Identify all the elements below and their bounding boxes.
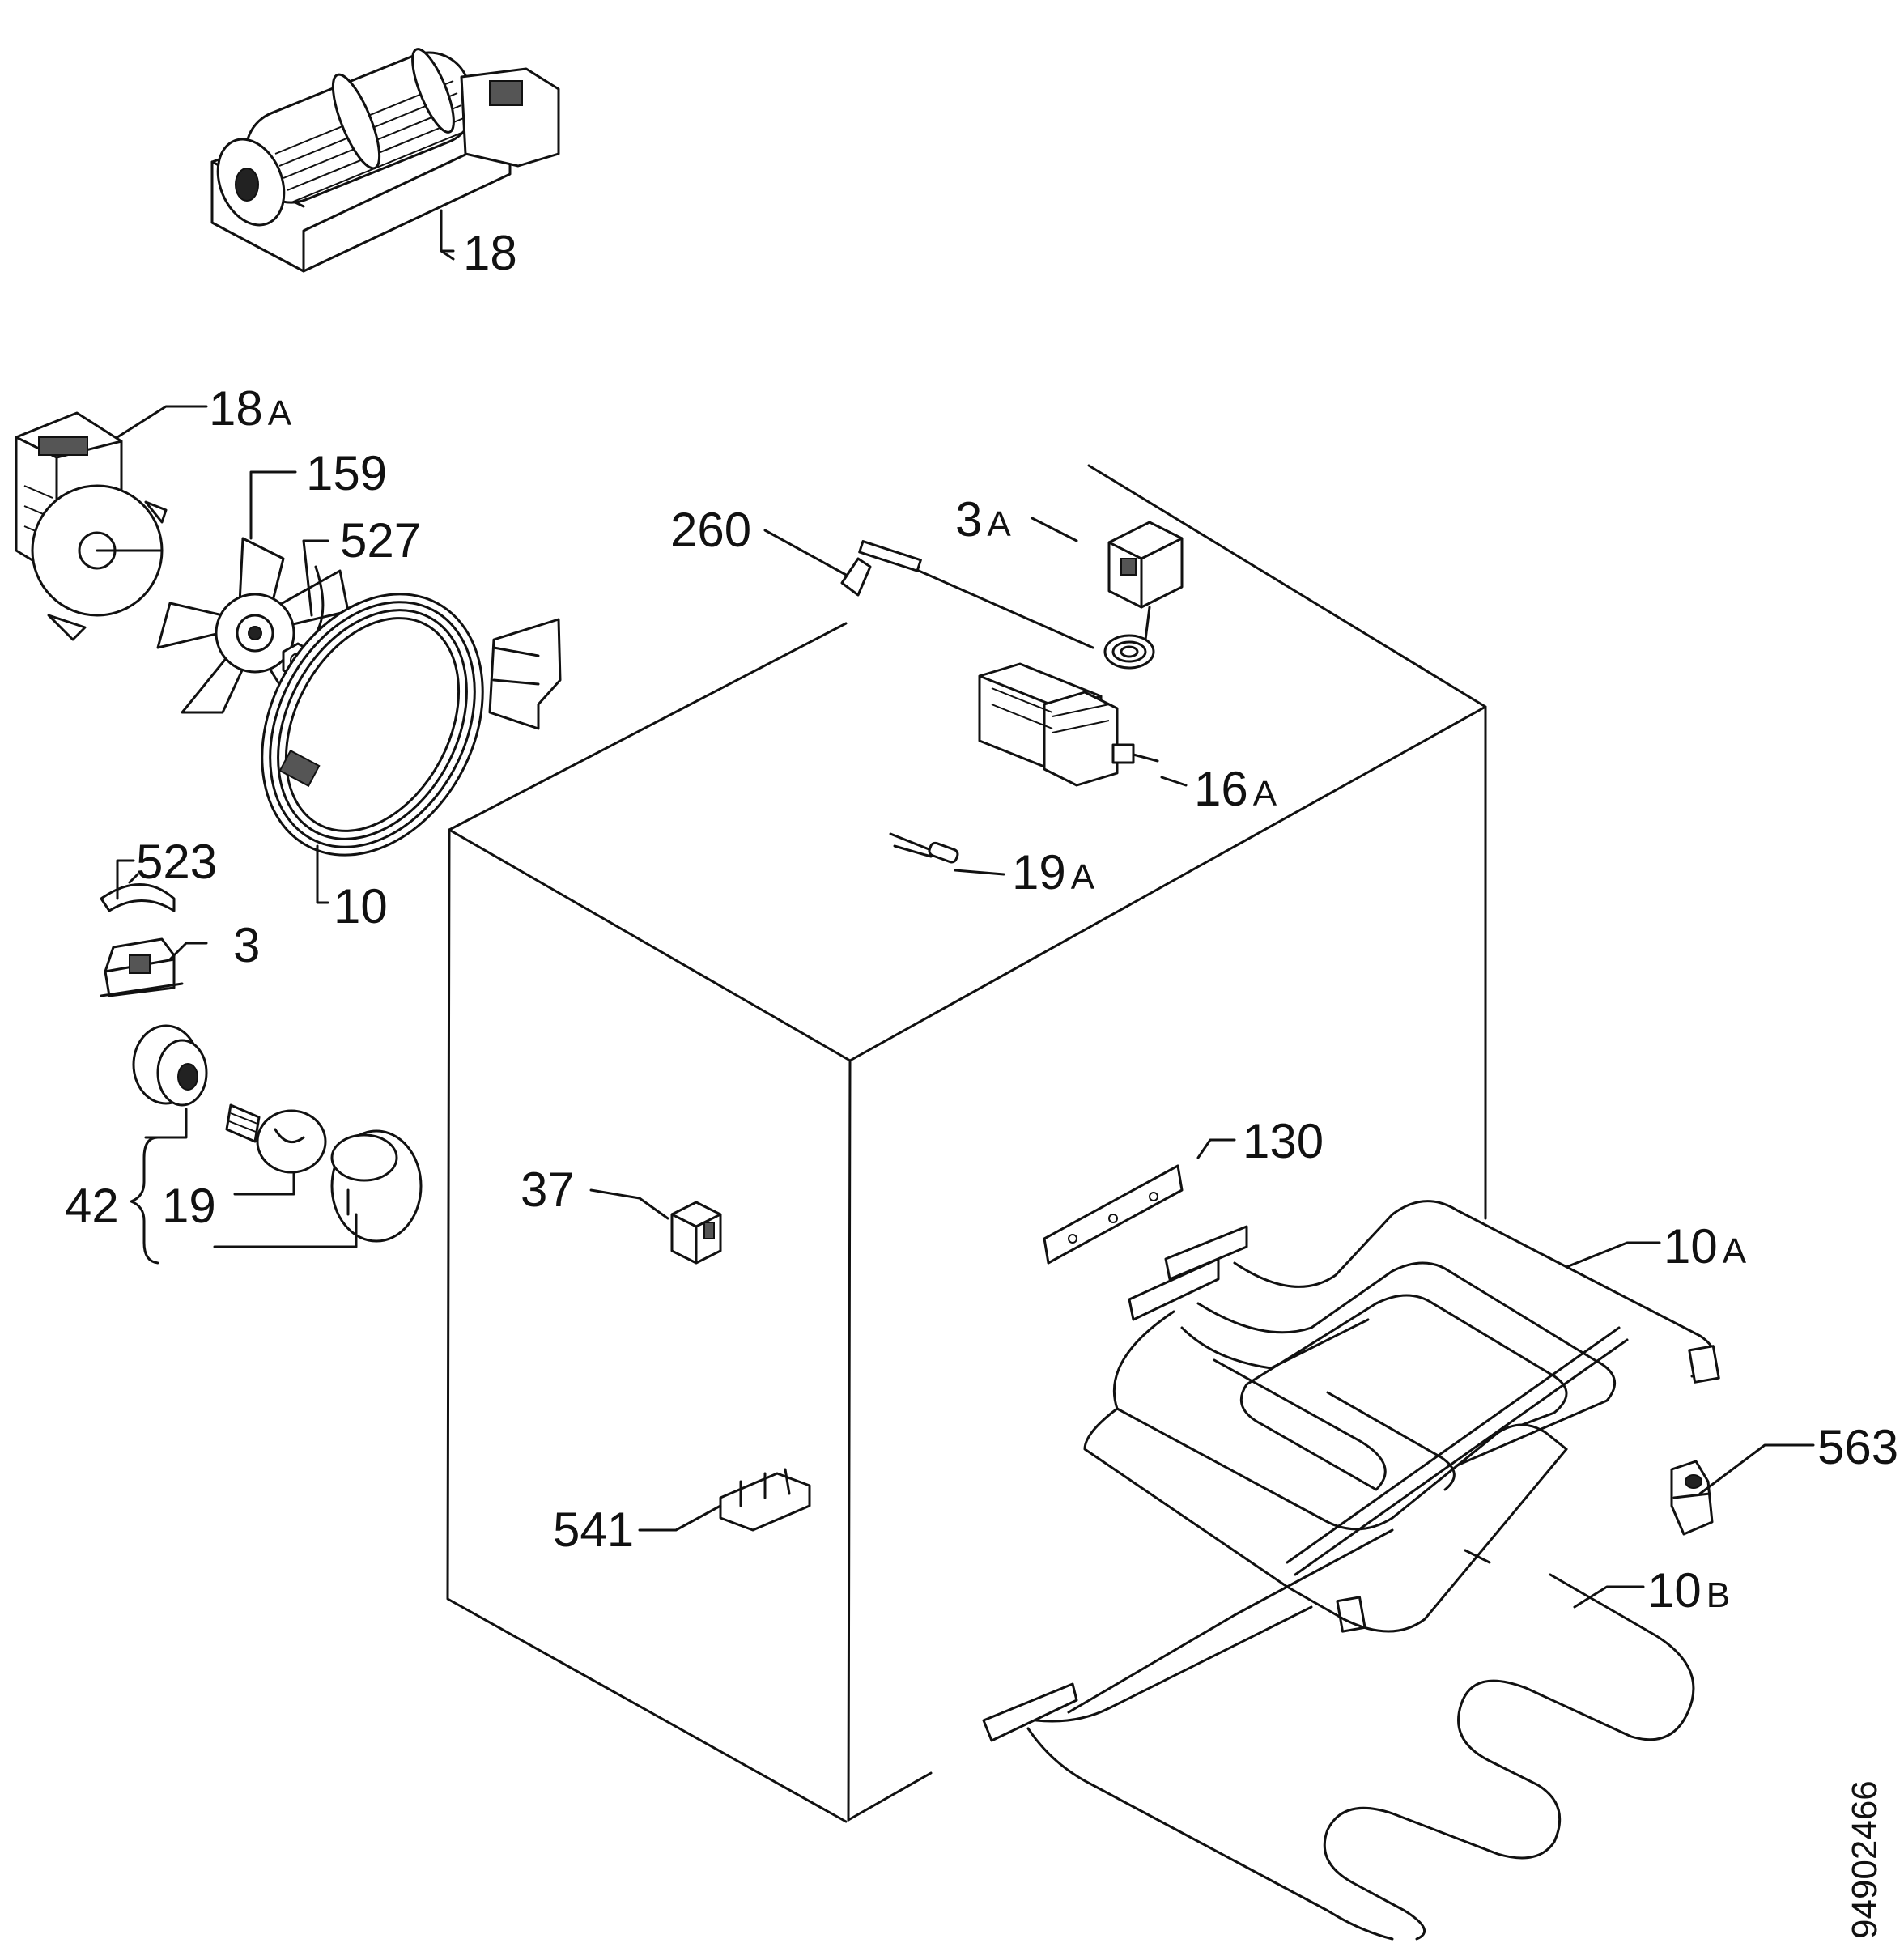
bottom-element-drawing	[982, 1528, 1695, 1941]
lamp-assembly-brace	[130, 1136, 159, 1265]
connector-drawing	[719, 1468, 811, 1532]
label-37: 37	[521, 1163, 575, 1217]
fan-blade-drawing	[156, 537, 350, 718]
label-42: 42	[65, 1179, 119, 1233]
label-527: 527	[340, 513, 421, 568]
leader-lines	[116, 217, 1815, 1609]
fan-motor-assembly-drawing	[210, 48, 560, 273]
label-19: 19	[162, 1179, 216, 1233]
terminal-block-drawing	[670, 1201, 722, 1265]
ring-element-drawing	[261, 593, 562, 857]
oven-cabinet-outline	[446, 464, 1487, 1823]
label-159: 159	[306, 446, 387, 500]
label-260: 260	[670, 503, 751, 557]
selector-switch-drawing	[978, 662, 1159, 787]
label-541: 541	[553, 1503, 634, 1557]
thermostat-clip-drawing	[100, 873, 176, 912]
label-523: 523	[136, 835, 217, 889]
fan-motor-drawing	[15, 411, 168, 641]
element-gasket-drawing	[1043, 1164, 1184, 1265]
lamp-assembly-drawing	[132, 1024, 423, 1243]
label-18: 18	[463, 226, 517, 280]
label-563: 563	[1817, 1420, 1898, 1474]
document-id: 94902466	[1845, 1780, 1885, 1939]
label-130: 130	[1243, 1114, 1324, 1168]
label-10: 10	[334, 879, 388, 933]
thermal-fuse-drawing	[840, 540, 1094, 649]
thermostat-drawing	[100, 937, 184, 997]
top-element-drawing	[1083, 1200, 1720, 1633]
pilot-lamp-drawing	[889, 832, 959, 864]
thermostat-3a-drawing	[1103, 521, 1184, 670]
label-3: 3	[233, 918, 260, 972]
clip-drawing	[1670, 1460, 1714, 1536]
